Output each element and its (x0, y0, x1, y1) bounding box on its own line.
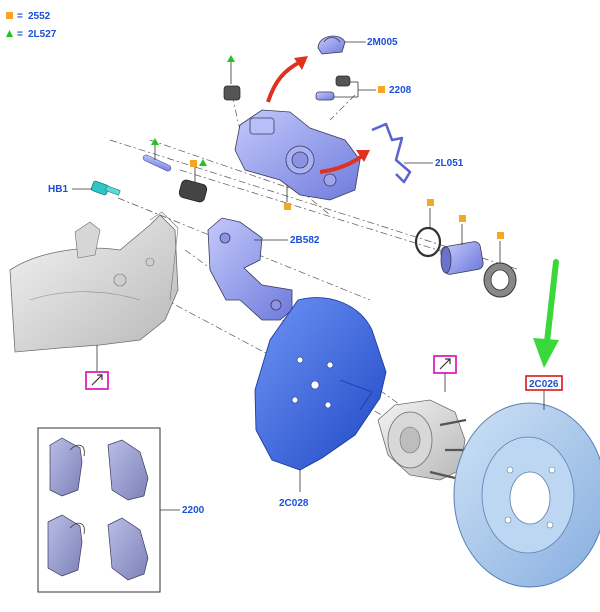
hose-bolt-hb1: HB1 (48, 180, 121, 196)
label-2208: 2208 (389, 85, 412, 96)
splash-shield-2c028: 2C028 (254, 297, 387, 509)
guide-bolt (178, 159, 208, 203)
disc-label-box: 2C026 (525, 375, 563, 391)
legend: = 2552 = 2L527 (6, 11, 57, 40)
suspension-knuckle (9, 211, 179, 353)
seal-square-icon (427, 199, 434, 206)
brake-pad-kit-2200: 2200 (37, 427, 205, 593)
piston-square-icon (459, 215, 466, 222)
highlight-marker-right (433, 355, 457, 392)
bleed-screw-square-icon (378, 86, 385, 93)
highlight-marker-left (85, 345, 109, 390)
legend-square-code: 2552 (28, 11, 51, 22)
label-2l051: 2L051 (435, 158, 464, 169)
dust-boot (483, 232, 517, 298)
label-2m005: 2M005 (367, 37, 398, 48)
brake-disc-2c026 (453, 390, 600, 588)
legend-triangle-code: 2L527 (28, 29, 57, 40)
green-arrow (533, 259, 559, 368)
label-2c028: 2C028 (279, 498, 309, 509)
square-marker-icon (6, 12, 13, 19)
bleed-screw-2208: 2208 (315, 75, 412, 101)
caliper-housing (234, 109, 361, 210)
caliper-top-bolt (223, 55, 241, 101)
label-hb1: HB1 (48, 184, 68, 195)
label-2200: 2200 (182, 505, 205, 516)
guide-bolt-square-icon (190, 160, 197, 167)
legend-separator-2: = (17, 29, 23, 40)
triangle-marker-icon (6, 30, 13, 37)
caliper-bolt-triangle-icon (227, 55, 235, 62)
guide-bolt-triangle-icon (199, 159, 207, 166)
caliper-piston (440, 215, 484, 275)
guide-pin (142, 138, 172, 172)
legend-separator: = (17, 11, 23, 22)
piston-seal (414, 199, 442, 258)
caliper-square-icon (284, 203, 291, 210)
red-arrows (266, 56, 370, 174)
wheel-hub (377, 399, 472, 481)
boot-square-icon (497, 232, 504, 239)
caliper-bracket-2b582: 2B582 (207, 217, 320, 321)
label-2b582: 2B582 (290, 235, 320, 246)
retaining-spring-2l051: 2L051 (371, 122, 464, 184)
spring-clip-2m005: 2M005 (317, 35, 398, 55)
guide-pin-triangle-icon (151, 138, 159, 145)
label-2c026: 2C026 (529, 379, 559, 390)
